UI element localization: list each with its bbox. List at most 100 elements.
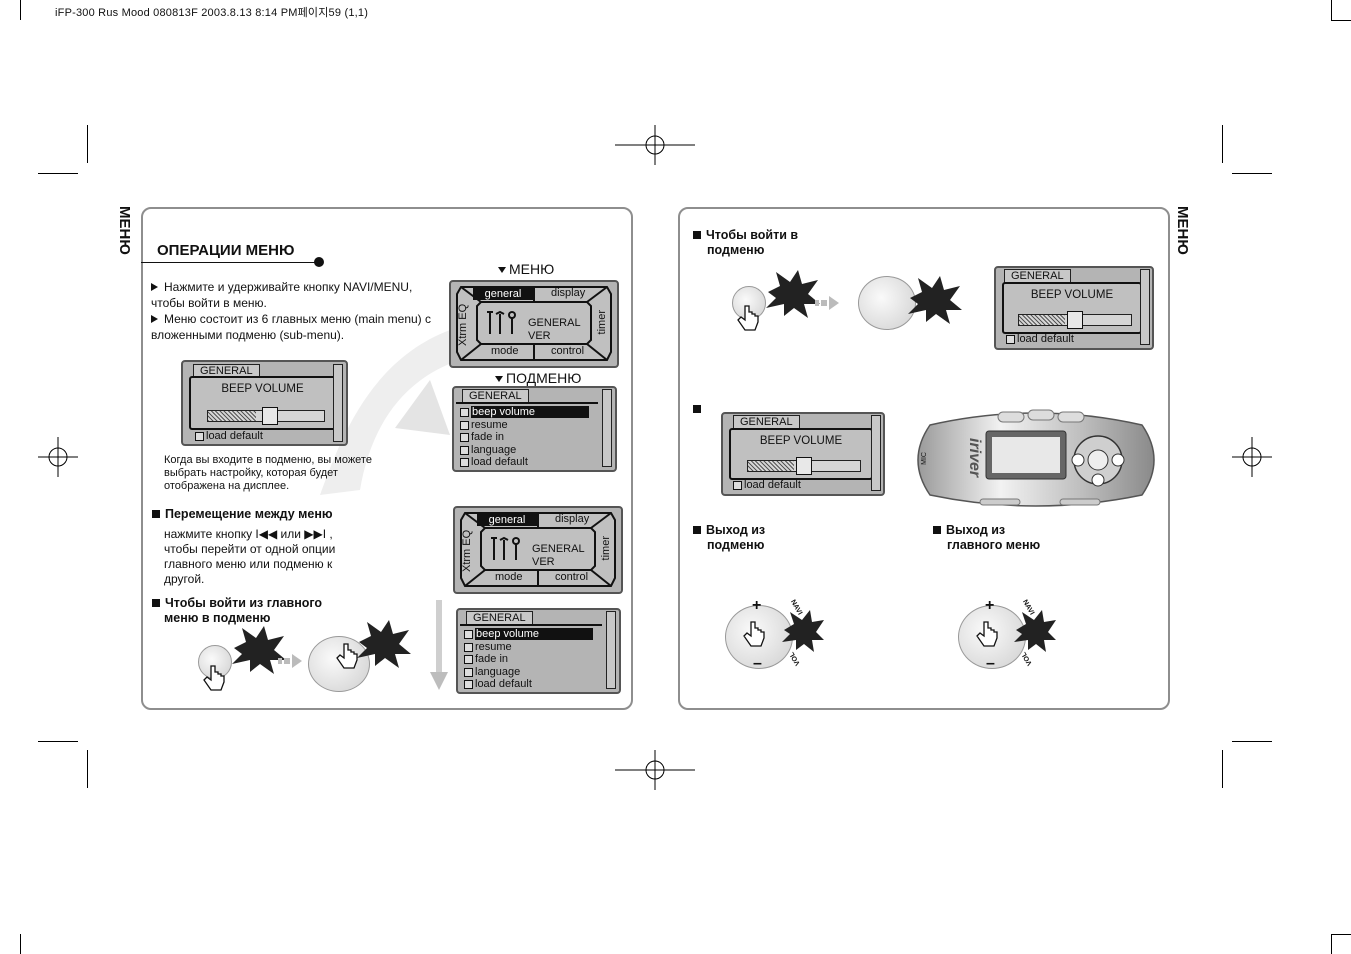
hand-pointer-icon — [737, 305, 759, 331]
crop-mark — [1222, 125, 1223, 163]
square-bullet-icon — [152, 599, 160, 607]
scrollbar — [602, 389, 612, 467]
hand-pointer-icon — [976, 621, 998, 647]
jog-dial-illustration — [308, 636, 370, 692]
minus-icon: – — [753, 655, 762, 672]
title-underline-dot — [314, 257, 324, 267]
tab-general: general — [473, 288, 533, 300]
crop-mark — [87, 750, 88, 788]
press-burst-icon — [782, 610, 824, 652]
right-arrow-icon — [815, 296, 839, 310]
plus-box-icon — [460, 420, 469, 430]
main-menu-frame — [456, 286, 612, 361]
list-item: language — [460, 444, 516, 456]
plus-box-icon — [460, 407, 469, 417]
title-underline — [141, 262, 319, 263]
volume-knob — [796, 457, 812, 475]
square-bullet-icon — [152, 510, 160, 518]
right-section-enter: Чтобы войти в — [693, 228, 798, 243]
lcd-submenu-list-2: GENERAL beep volume resume fade in langu… — [456, 608, 621, 694]
plus-box-icon — [464, 667, 473, 677]
scrollbar — [871, 415, 881, 491]
side-label-right: МЕНЮ — [1174, 206, 1191, 255]
lcd-tab: GENERAL — [733, 415, 800, 429]
plus-icon: + — [985, 597, 995, 614]
scrollbar — [606, 611, 616, 689]
tab-display: display — [555, 513, 590, 525]
lcd-tab: GENERAL — [1004, 269, 1071, 283]
volume-knob — [262, 407, 278, 425]
lcd-inner-frame: BEEP VOLUME — [729, 428, 873, 480]
volume-level-bar — [207, 407, 325, 425]
volume-level-bar — [747, 457, 861, 475]
tab-general: general — [477, 514, 537, 526]
triangle-down-icon — [495, 376, 503, 383]
swoosh-arrow-icon — [320, 330, 460, 495]
side-label-left: МЕНЮ — [116, 206, 133, 255]
bullet-1: Нажмите и удерживайте кнопку NAVI/MENU, … — [151, 280, 413, 310]
section-move-text: нажмите кнопку I◀◀ или ▶▶I , чтобы перей… — [164, 527, 336, 586]
lcd-beep-volume-screen: GENERAL BEEP VOLUME load default — [181, 360, 348, 446]
jog-dial-illustration — [858, 276, 916, 330]
mp3-player-device — [917, 409, 1155, 507]
minus-icon: – — [986, 655, 995, 672]
tab-mode: mode — [495, 571, 523, 583]
tab-display: display — [551, 287, 586, 299]
plus-box-icon — [464, 654, 473, 664]
crop-mark — [1331, 934, 1351, 935]
plus-box-icon — [460, 457, 469, 467]
exit-mainmenu-heading: Выход из — [933, 523, 1005, 538]
lcd-inner-frame: BEEP VOLUME — [189, 376, 336, 430]
submenu-label: ПОДМЕНЮ — [495, 370, 581, 386]
tools-icon — [491, 536, 520, 560]
list-item: resume — [464, 641, 512, 653]
scrollbar — [1140, 269, 1150, 345]
tab-xtrm-eq: Xtrm EQ — [457, 303, 469, 346]
crop-mark — [38, 741, 78, 742]
list-item: fade in — [464, 653, 508, 665]
crop-mark — [1331, 0, 1332, 20]
crop-mark — [1232, 173, 1272, 174]
hand-pointer-icon — [743, 621, 765, 647]
lcd-submenu-list: GENERAL beep volume resume fade in langu… — [452, 386, 617, 472]
list-item: beep volume — [464, 628, 593, 640]
section-move-heading: Перемещение между меню — [152, 507, 333, 522]
section-enter-heading: Чтобы войти из главного — [152, 596, 322, 611]
tab-control: control — [555, 571, 589, 583]
lcd-tab: GENERAL — [193, 364, 260, 378]
note-text: Когда вы входите в подменю, вы можете вы… — [164, 454, 372, 492]
lcd-beep-volume-screen: GENERAL BEEP VOLUME load default — [994, 266, 1154, 350]
lcd-tab-line — [460, 624, 602, 626]
bullet-arrow-icon — [151, 283, 158, 291]
print-header: iFP-300 Rus Mood 080813F 2003.8.13 8:14 … — [55, 7, 369, 19]
list-item: resume — [460, 419, 508, 431]
tab-control: control — [551, 345, 585, 357]
right-section-enter-2: подменю — [707, 243, 765, 257]
plus-box-icon — [1006, 334, 1015, 344]
volume-level-fill — [1019, 315, 1065, 325]
page-title: ОПЕРАЦИИ МЕНЮ — [157, 242, 295, 259]
crop-mark — [1222, 750, 1223, 788]
plus-icon: + — [752, 597, 762, 614]
crop-mark — [38, 173, 78, 174]
lcd-main-menu-screen: general display mode control Xtrm EQ tim… — [449, 280, 619, 368]
lcd-footer: load default — [1006, 333, 1074, 345]
square-bullet-icon — [693, 231, 701, 239]
volume-level-fill — [748, 461, 794, 471]
plus-box-icon — [733, 480, 742, 490]
press-burst-icon — [357, 620, 411, 668]
scrollbar — [333, 364, 343, 442]
list-item: load default — [464, 678, 532, 690]
exit-submenu-heading-2: подменю — [707, 538, 765, 552]
volume-level-bar — [1018, 311, 1132, 329]
hand-pointer-icon — [203, 665, 225, 691]
exit-submenu-heading: Выход из — [693, 523, 765, 538]
plus-box-icon — [460, 445, 469, 455]
section-enter-heading-2: меню в подменю — [164, 611, 271, 625]
press-burst-icon — [908, 276, 962, 324]
plus-box-icon — [460, 432, 469, 442]
lcd-main-menu-screen-2: general display mode control Xtrm EQ tim… — [453, 506, 623, 594]
registration-mark — [1232, 437, 1272, 477]
list-item: fade in — [460, 431, 504, 443]
crop-mark — [1232, 741, 1272, 742]
